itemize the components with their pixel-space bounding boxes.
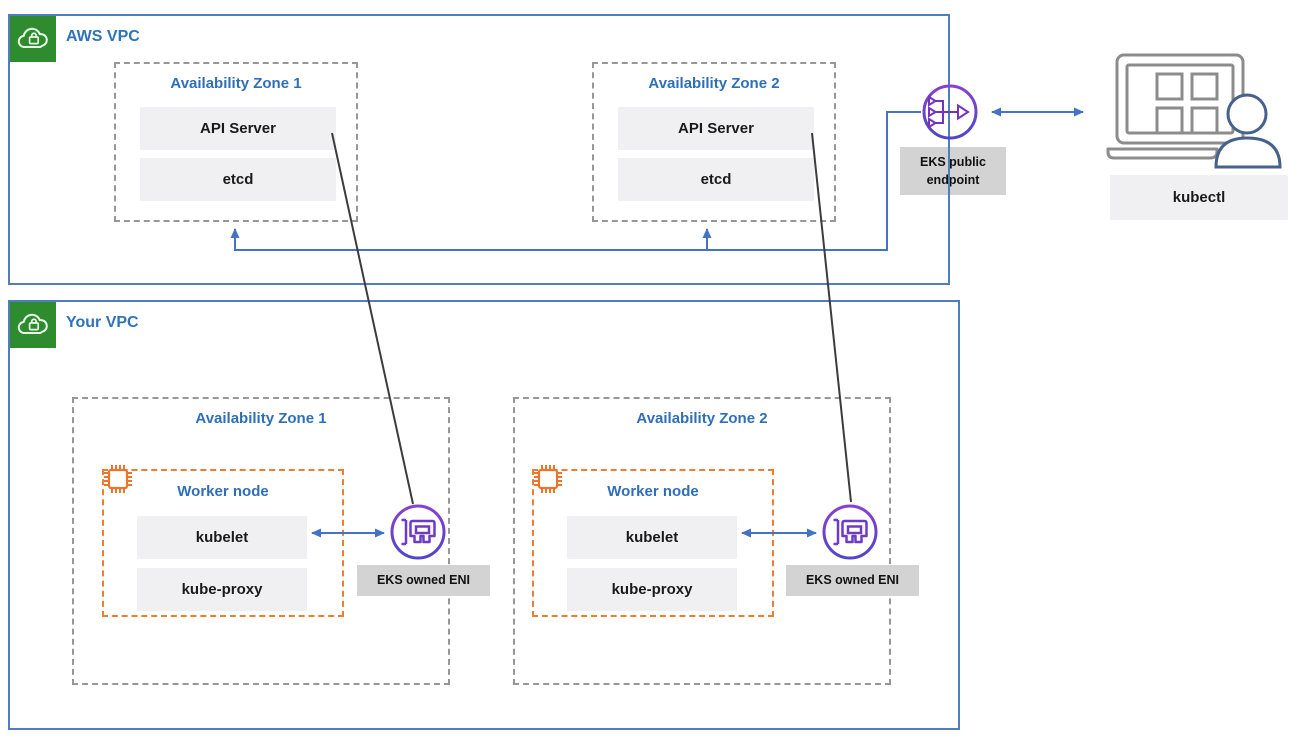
- your-vpc-cloud-icon: [10, 302, 56, 353]
- etcd-az2: etcd: [618, 158, 814, 201]
- your-vpc-az1-box: Availability Zone 1: [72, 397, 450, 685]
- eks-public-endpoint-label-line2: endpoint: [926, 173, 980, 187]
- eks-owned-eni-label-az1: EKS owned ENI: [357, 565, 490, 596]
- api-server-az2: API Server: [618, 107, 814, 150]
- kubelet-az1: kubelet: [137, 516, 307, 559]
- kubectl-laptop-user-icon: [1100, 48, 1289, 178]
- your-vpc-az1-title: Availability Zone 1: [195, 410, 327, 427]
- kubectl-label: kubectl: [1110, 175, 1288, 220]
- aws-vpc-az1-box: Availability Zone 1 API Server etcd: [114, 62, 358, 222]
- eks-public-endpoint-label-line1: EKS public: [920, 154, 986, 169]
- eks-owned-eni-icon-az1: [388, 502, 448, 567]
- eks-owned-eni-label-az2: EKS owned ENI: [786, 565, 919, 596]
- worker-node-az1-box: Worker node kubelet kube-proxy: [102, 465, 344, 617]
- eks-endpoint-icon: [918, 80, 982, 149]
- aws-vpc-az1-title: Availability Zone 1: [170, 75, 302, 92]
- your-vpc-az2-box: Availability Zone 2: [513, 397, 891, 685]
- your-vpc-az2-title: Availability Zone 2: [636, 410, 768, 427]
- aws-vpc-label: AWS VPC: [66, 28, 140, 45]
- your-vpc-box: [8, 300, 960, 730]
- aws-vpc-cloud-icon: [10, 16, 56, 67]
- kubelet-az2: kubelet: [567, 516, 737, 559]
- worker-node-az2-box: Worker node kubelet kube-proxy: [532, 465, 774, 617]
- aws-vpc-az2-box: Availability Zone 2 API Server etcd: [592, 62, 836, 222]
- aws-vpc-az2-title: Availability Zone 2: [648, 75, 780, 92]
- api-server-az1: API Server: [140, 107, 336, 150]
- worker-node-az2-title: Worker node: [607, 483, 699, 500]
- worker-node-az1-title: Worker node: [177, 483, 269, 500]
- your-vpc-label: Your VPC: [66, 314, 139, 331]
- cpu-chip-icon: [101, 462, 135, 501]
- eks-owned-eni-icon-az2: [820, 502, 880, 567]
- kube-proxy-az2: kube-proxy: [567, 568, 737, 611]
- etcd-az1: etcd: [140, 158, 336, 201]
- kube-proxy-az1: kube-proxy: [137, 568, 307, 611]
- eks-public-endpoint-label: EKS public endpoint: [900, 147, 1006, 195]
- cpu-chip-icon: [531, 462, 565, 501]
